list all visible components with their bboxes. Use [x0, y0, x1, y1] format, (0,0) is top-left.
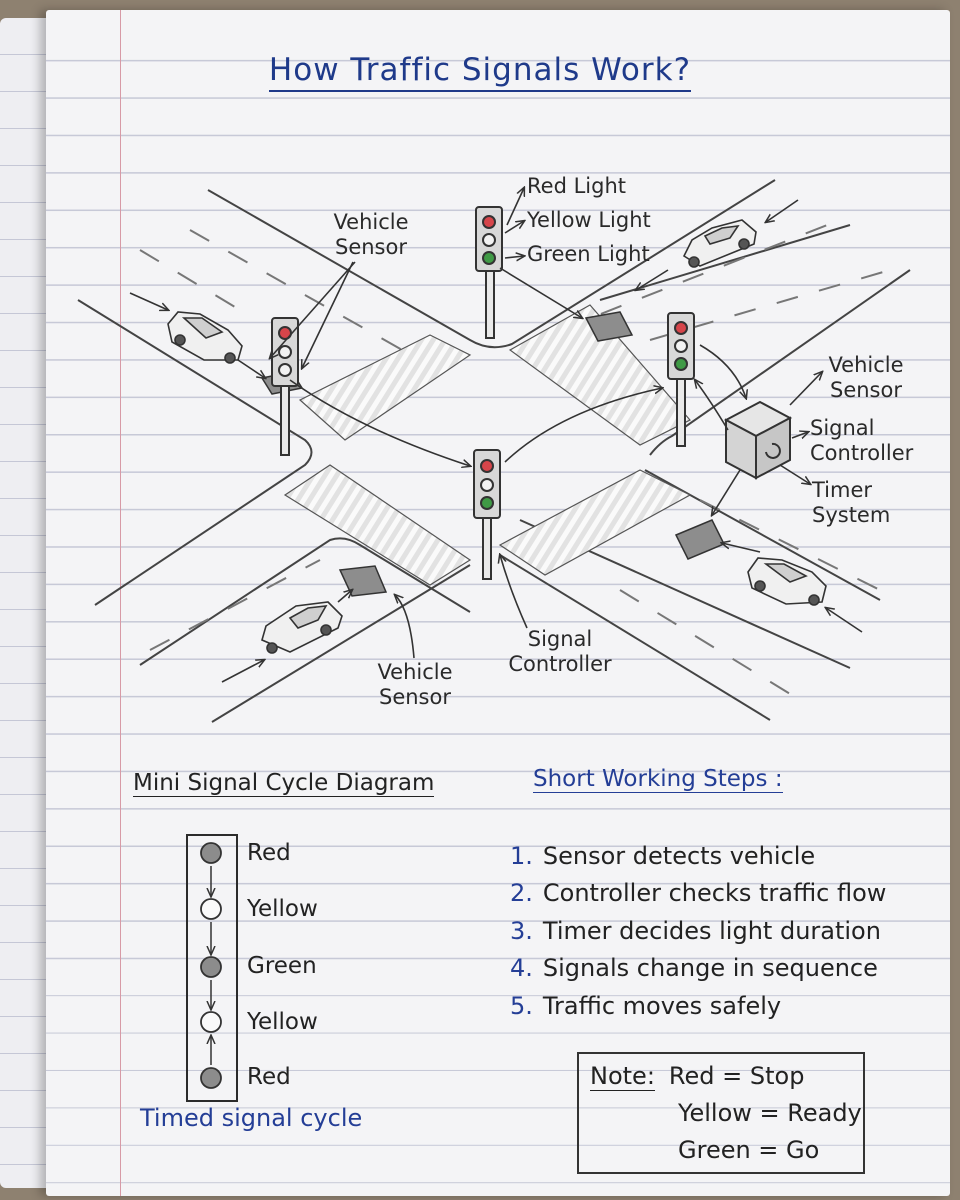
step-number: 5.	[510, 991, 533, 1020]
step-item: 1. Sensor detects vehicle	[510, 838, 886, 875]
label-signal-controller-bottom: Signal Controller	[508, 627, 612, 676]
step-item: 5. Traffic moves safely	[510, 988, 886, 1025]
cycle-label-5: Red	[247, 1064, 291, 1090]
label-green-light: Green Light	[527, 242, 650, 266]
crosswalks	[283, 304, 692, 586]
traffic-light-right	[667, 312, 695, 447]
step-text: Timer decides light duration	[542, 916, 881, 945]
label-vehicle-sensor-top: Vehicle Sensor	[333, 210, 409, 259]
cycle-lamp-1	[200, 842, 222, 864]
controller-box	[723, 400, 793, 480]
label-vehicle-sensor-right: Vehicle Sensor	[828, 353, 904, 402]
cycle-lamp-2	[200, 898, 222, 920]
step-item: 2. Controller checks traffic flow	[510, 875, 886, 912]
note-line-2: Yellow = Ready	[678, 1099, 862, 1127]
cycle-label-4: Yellow	[247, 1009, 318, 1035]
steps-list: 1. Sensor detects vehicle 2. Controller ch…	[510, 838, 886, 1025]
label-signal-controller-right: Signal Controller	[810, 416, 914, 465]
car-left	[167, 311, 243, 364]
label-red-light: Red Light	[527, 174, 626, 198]
car-bottom-left	[261, 601, 343, 654]
note-line-1: Note: Red = Stop	[590, 1062, 805, 1091]
label-timer-system: Timer System	[812, 478, 891, 527]
cycle-label-2: Yellow	[247, 896, 318, 922]
step-number: 2.	[510, 879, 533, 908]
cycle-heading: Mini Signal Cycle Diagram	[133, 770, 435, 797]
step-text: Sensor detects vehicle	[542, 842, 816, 870]
cycle-label-3: Green	[247, 953, 317, 979]
step-item: 3. Timer decides light duration	[510, 913, 886, 950]
steps-heading: Short Working Steps :	[533, 766, 783, 793]
cycle-caption: Timed signal cycle	[140, 1104, 363, 1132]
note-text: Red = Stop	[668, 1062, 805, 1090]
cycle-lamp-4	[200, 1011, 222, 1033]
step-text: Signals change in sequence	[542, 954, 878, 983]
step-number: 1.	[510, 842, 533, 870]
label-yellow-light: Yellow Light	[527, 208, 651, 232]
margin-line	[120, 10, 121, 1196]
note-key: Note:	[590, 1062, 655, 1091]
note-line-3: Green = Go	[678, 1136, 820, 1164]
cycle-lamps	[200, 842, 222, 1089]
step-number: 4.	[510, 954, 533, 983]
lane-dashes	[139, 219, 891, 701]
arrows	[129, 188, 863, 683]
label-vehicle-sensor-bottom: Vehicle Sensor	[377, 660, 453, 709]
car-top-right	[682, 219, 757, 268]
note-box	[577, 1052, 865, 1174]
cycle-box	[186, 834, 238, 1102]
step-text: Traffic moves safely	[542, 991, 782, 1020]
page-title: How Traffic Signals Work?	[0, 52, 960, 92]
car-bottom-right	[747, 557, 827, 606]
cycle-lamp-3	[200, 956, 222, 978]
cycle-lamp-5	[200, 1067, 222, 1089]
traffic-light-top	[475, 206, 503, 339]
cycle-label-1: Red	[247, 840, 291, 866]
traffic-light-center	[473, 449, 501, 580]
step-text: Controller checks traffic flow	[542, 879, 887, 908]
step-item: 4. Signals change in sequence	[510, 950, 886, 987]
step-number: 3.	[510, 916, 533, 945]
